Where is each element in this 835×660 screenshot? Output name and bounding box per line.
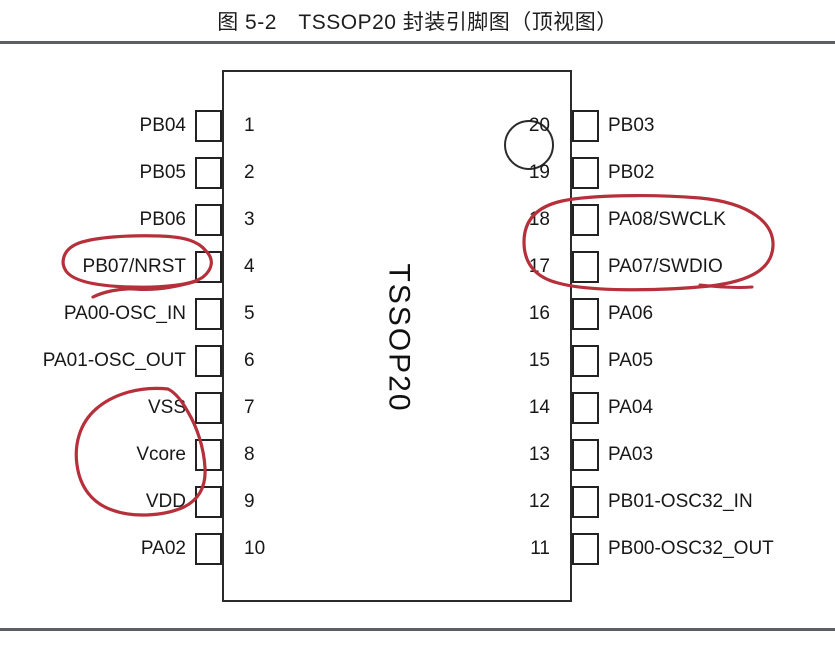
pin-number: 1	[244, 115, 255, 136]
pin-label: PB06	[139, 209, 186, 230]
pin-row: PA01-OSC_OUT 6	[0, 345, 255, 377]
pin-label: Vcore	[136, 444, 186, 465]
pin-label: PA00-OSC_IN	[63, 303, 186, 324]
pin-pad	[572, 345, 599, 377]
pin1-indicator-circle-icon	[504, 120, 554, 170]
pin-pad	[572, 251, 599, 283]
pin-row: PA00-OSC_IN 5	[0, 298, 255, 330]
pin-label: PB07/NRST	[82, 256, 186, 277]
header-divider	[0, 41, 835, 44]
pin-label: PA01-OSC_OUT	[42, 350, 186, 371]
pin-row: PA08/SWCLK 18	[529, 204, 835, 236]
pin-row: PB01-OSC32_IN 12	[529, 486, 835, 518]
pin-pad	[195, 392, 222, 424]
pin-label: PB01-OSC32_IN	[608, 491, 753, 512]
pin-label: PB02	[608, 162, 655, 183]
pin-pad	[572, 110, 599, 142]
pin-pad	[195, 110, 222, 142]
pin-number: 20	[528, 115, 550, 136]
pin-row: PB03 20	[529, 110, 835, 142]
pin-pad	[572, 486, 599, 518]
pin-number: 10	[244, 538, 266, 559]
pin-pad	[195, 204, 222, 236]
pin-row: PA02 10	[0, 533, 265, 565]
chip-name-text: TSSOP20	[383, 263, 416, 413]
pin-label: PA08/SWCLK	[608, 209, 726, 230]
pin-pad	[195, 533, 222, 565]
pin-pad	[195, 298, 222, 330]
pin-row: PA04 14	[529, 392, 835, 424]
pin-number: 6	[244, 350, 255, 371]
pin-number: 3	[244, 209, 255, 230]
pin-number: 17	[528, 256, 550, 277]
pin-pad	[572, 392, 599, 424]
pin-number: 7	[244, 397, 255, 418]
pin-label: PA02	[140, 538, 186, 559]
pin-number: 14	[528, 397, 550, 418]
pin-row: PA07/SWDIO 17	[529, 251, 835, 283]
pin-number: 11	[530, 538, 550, 559]
pin-row: PB00-OSC32_OUT 11	[530, 533, 835, 565]
pin-pad	[572, 298, 599, 330]
pin-row: PA03 13	[529, 439, 835, 471]
pin-number: 18	[528, 209, 550, 230]
pin-number: 4	[244, 256, 255, 277]
pin-label: PA04	[608, 397, 654, 418]
pin-label: PB03	[608, 115, 655, 136]
pin-label: PA06	[608, 303, 654, 324]
pin-pad	[572, 157, 599, 189]
pin-number: 5	[244, 303, 255, 324]
pin-row: VSS 7	[0, 392, 255, 424]
pin-number: 9	[244, 491, 255, 512]
pin-row: PB06 3	[0, 204, 255, 236]
pin-pad	[572, 204, 599, 236]
pin-label: PB04	[139, 115, 186, 136]
pin-number: 8	[244, 444, 255, 465]
pin-number: 19	[528, 162, 550, 183]
page-title: 图 5-2 TSSOP20 封装引脚图（顶视图）	[217, 11, 618, 34]
pin-number: 13	[528, 444, 550, 465]
pin-label: PB00-OSC32_OUT	[608, 538, 774, 559]
pin-pad	[572, 439, 599, 471]
pin-row: PB04 1	[0, 110, 255, 142]
pin-pad	[195, 251, 222, 283]
pin-pad	[195, 157, 222, 189]
chip-name-label: TSSOP20	[224, 72, 574, 604]
pin-pad	[572, 533, 599, 565]
pin-number: 16	[528, 303, 550, 324]
pin-label: PA03	[608, 444, 654, 465]
pin-pad	[195, 486, 222, 518]
pin-row: Vcore 8	[0, 439, 255, 471]
footer-divider	[0, 628, 835, 631]
pin-label: PB05	[139, 162, 186, 183]
pin-number: 15	[528, 350, 550, 371]
pin-label: PA07/SWDIO	[608, 256, 723, 277]
pin-row: PB02 19	[529, 157, 835, 189]
pin-number: 12	[528, 491, 550, 512]
pin-label: PA05	[608, 350, 654, 371]
chip-package-body: TSSOP20	[222, 70, 572, 602]
pin-row: PB05 2	[0, 157, 255, 189]
pin-pad	[195, 439, 222, 471]
pin-number: 2	[244, 162, 255, 183]
pin-pad	[195, 345, 222, 377]
pin-row: VDD 9	[0, 486, 255, 518]
pin-row: PA05 15	[529, 345, 835, 377]
pin-label: VSS	[147, 397, 186, 418]
pin-label: VDD	[145, 491, 186, 512]
pin-row: PB07/NRST 4	[0, 251, 255, 283]
pin-row: PA06 16	[529, 298, 835, 330]
